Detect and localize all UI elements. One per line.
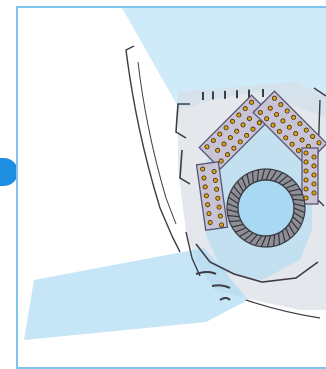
- discharge-airflow: [24, 248, 248, 340]
- heat-exchanger-block: [302, 148, 318, 204]
- fan-hub: [238, 180, 294, 236]
- cross-flow-fan: [227, 169, 305, 247]
- vent-slot: [224, 91, 226, 99]
- vent-slot: [212, 91, 214, 99]
- fan-blade: [291, 195, 303, 196]
- fan-blade: [229, 221, 241, 222]
- vent-slot: [202, 92, 204, 100]
- fan-blade: [279, 233, 280, 245]
- fan-blade: [253, 171, 254, 183]
- vent-slot: [262, 89, 264, 97]
- vent-slot: [236, 90, 238, 98]
